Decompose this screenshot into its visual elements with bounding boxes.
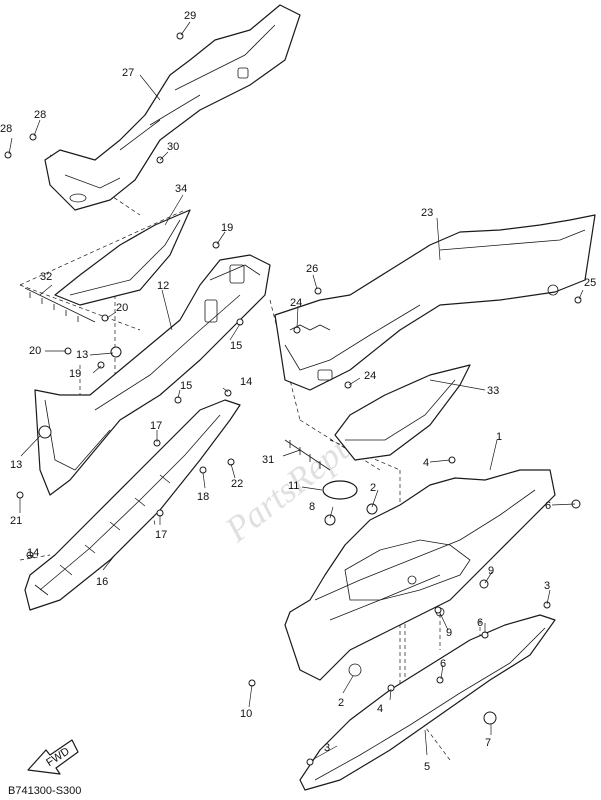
- callout-17: 17: [155, 529, 167, 541]
- callout-26: 26: [306, 263, 318, 275]
- part-34-upper-decal-panel: [54, 209, 191, 306]
- diagram-code-label: B741300-S300: [8, 785, 82, 797]
- callout-11: 11: [288, 480, 299, 492]
- callout-2: 2: [338, 697, 344, 709]
- part-11-small-cover: [322, 480, 358, 500]
- part-5-bottom-cover: [299, 614, 556, 791]
- callout-19: 19: [221, 222, 233, 234]
- callout-33: 33: [487, 385, 499, 397]
- callout-30: 30: [167, 141, 179, 153]
- callout-15: 15: [230, 340, 242, 352]
- callout-16: 16: [96, 576, 108, 588]
- callout-22: 22: [231, 478, 243, 490]
- callout-34: 34: [175, 183, 187, 195]
- fwd-arrow-icon: FWD: [27, 739, 79, 775]
- callout-4: 4: [423, 457, 429, 469]
- callout-12: 12: [157, 280, 169, 292]
- part-33-right-decal: [334, 364, 471, 461]
- part-32-clip-strip: [24, 287, 96, 323]
- callout-8: 8: [309, 501, 315, 513]
- part-16-lower-side-strip: [24, 399, 241, 611]
- callout-25: 25: [584, 277, 596, 289]
- callout-1: 1: [496, 431, 502, 443]
- part-31-clip-strip: [284, 439, 331, 471]
- callout-labels: 1 2 2 3 3 4 4 5 6 6 6 7 8 9 9 10 11 12 1…: [0, 10, 596, 773]
- callout-21: 21: [10, 515, 22, 527]
- callout-9: 9: [446, 627, 452, 639]
- callout-20: 20: [29, 345, 41, 357]
- callout-20: 20: [116, 302, 128, 314]
- callout-7: 7: [485, 737, 491, 749]
- callout-24: 24: [290, 297, 302, 309]
- callout-6: 6: [545, 500, 551, 512]
- callout-14: 14: [27, 547, 39, 559]
- callout-29: 29: [184, 10, 196, 22]
- callout-14: 14: [240, 376, 252, 388]
- callout-6: 6: [477, 617, 483, 629]
- callout-32: 32: [40, 271, 52, 283]
- callout-2: 2: [370, 482, 376, 494]
- callout-4: 4: [377, 703, 383, 715]
- leader-lines: [8, 21, 584, 761]
- part-23-right-upper-cover: [274, 214, 596, 391]
- callout-17: 17: [150, 420, 162, 432]
- callout-13: 13: [76, 349, 88, 361]
- callout-9: 9: [488, 565, 494, 577]
- callout-3: 3: [324, 742, 330, 754]
- callout-24: 24: [364, 370, 376, 382]
- callout-23: 23: [421, 207, 433, 219]
- callout-18: 18: [197, 491, 209, 503]
- callout-28: 28: [0, 123, 12, 135]
- callout-28: 28: [34, 109, 46, 121]
- callout-19: 19: [69, 368, 81, 380]
- callout-13: 13: [10, 459, 22, 471]
- callout-6: 6: [440, 658, 446, 670]
- callout-10: 10: [240, 708, 252, 720]
- part-27-upper-side-cover: [44, 4, 301, 211]
- part-12-main-side-cover: [34, 254, 271, 496]
- fasteners: [4, 32, 582, 766]
- callout-5: 5: [424, 761, 430, 773]
- callout-27: 27: [122, 67, 134, 79]
- callout-31: 31: [262, 454, 274, 466]
- part-1-lower-right-cover: [284, 469, 556, 681]
- callout-15: 15: [180, 380, 192, 392]
- callout-3: 3: [544, 580, 550, 592]
